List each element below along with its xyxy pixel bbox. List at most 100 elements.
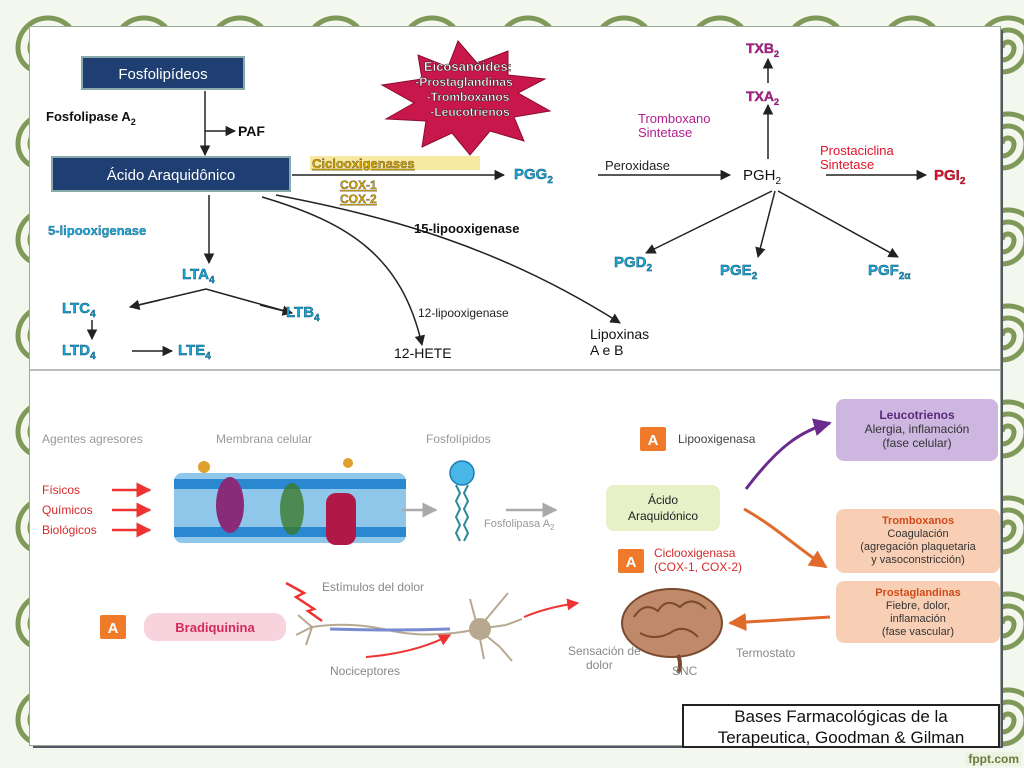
arrow-nociceptor	[365, 634, 452, 658]
lipooxigenase-15-label: 15-lipooxigenase	[414, 221, 519, 236]
lipooxigenasa-label: Lipooxigenasa	[678, 432, 756, 446]
tromboxanos-box	[836, 509, 1000, 573]
pgd2-label: PGD2	[614, 254, 653, 274]
leucotrienos-text: (fase celular)	[882, 436, 951, 450]
tromboxanos-text: y vasoconstricción)	[871, 554, 965, 566]
prostaglandinas-title: Prostaglandinas	[875, 587, 961, 599]
lte4-label: LTE4	[178, 342, 211, 362]
pgf2a-label: PGF2α	[868, 262, 911, 282]
cell-membrane-illustration	[174, 458, 406, 545]
arrow-to-leucotrienos	[744, 418, 832, 490]
pge2-label: PGE2	[720, 262, 758, 282]
acido-lower-label: Araquidónico	[628, 509, 698, 523]
cox2-label: COX-2	[340, 192, 377, 206]
bradiquinina-label: Bradiquinina	[175, 620, 255, 635]
nociceptores-label: Nociceptores	[330, 664, 400, 678]
lower-illustration: Agentes agresores Membrana celular Fosfo…	[42, 399, 1000, 678]
peroxidase-label: Peroxidase	[605, 158, 670, 173]
phospholipid-icon	[449, 460, 475, 542]
lightning-icon	[285, 581, 323, 623]
arrow-pgh-to-pgf	[777, 190, 899, 258]
badge-letter: A	[108, 620, 119, 637]
arrow-lta-to-ltc	[128, 299, 161, 310]
source-citation-box: Bases Farmacológicas de la Terapeutica, …	[682, 704, 1000, 748]
termostato-label: Termostato	[736, 646, 796, 660]
arrow-acido-to-hete	[261, 196, 426, 347]
leucotrienos-title: Leucotrienos	[879, 408, 955, 422]
lta4-label: LTA4	[182, 266, 215, 286]
citation-line: Bases Farmacológicas de la	[734, 707, 948, 726]
pgg2-label: PGG2	[514, 166, 553, 186]
slide-panel: Fosfolipídeos Fosfolipase A2 PAF Ácido A…	[30, 27, 1000, 745]
arrow-pgh-to-pgd	[645, 190, 773, 254]
membrana-label: Membrana celular	[216, 432, 312, 446]
ciclooxigenasa-label: (COX-1, COX-2)	[654, 560, 742, 574]
bradiquinina-box	[144, 613, 286, 641]
prostaglandinas-box	[836, 581, 1000, 643]
brand-watermark: fppt.com	[965, 752, 1022, 766]
eicosanoides-item: -Leucotrienos	[430, 105, 510, 119]
ltd4-label: LTD4	[62, 342, 96, 362]
acido-araquidonico-box	[51, 156, 291, 192]
badge-a-ciclooxigenasa	[618, 549, 644, 573]
ltc4-label: LTC4	[62, 300, 96, 320]
prostaciclina-sintetase-label: Prostaciclina	[820, 143, 894, 158]
ciclooxigenases-highlight	[310, 156, 480, 170]
eicosanoides-star	[380, 40, 552, 156]
fisicos-label: Físicos	[42, 483, 80, 497]
badge-a-lipooxigenasa	[640, 427, 666, 451]
tromboxanos-text: (agregación plaquetaria	[860, 541, 976, 553]
arrow-to-brain	[523, 598, 580, 618]
arrow-to-tromboxanos	[743, 507, 828, 569]
hete12-label: 12-HETE	[394, 345, 452, 361]
prostaciclina-sintetase-label: Sintetase	[820, 157, 874, 172]
prostaglandinas-text: Fiebre, dolor,	[886, 600, 950, 612]
leucotrienos-box	[836, 399, 998, 461]
upper-pathway: Fosfolipídeos Fosfolipase A2 PAF Ácido A…	[46, 40, 966, 362]
arrow-termostato	[728, 613, 831, 632]
prostaglandinas-text: inflamación	[890, 613, 946, 625]
sensacion-label: Sensación de	[568, 644, 641, 658]
acido-lower-label: Ácido	[648, 492, 678, 507]
ciclooxigenases-label: Ciclooxigenases	[312, 156, 415, 171]
sensacion-label: dolor	[586, 658, 613, 672]
neuron-illustration	[295, 592, 523, 662]
fosfolipidos-label: Fosfolípidos	[426, 432, 491, 446]
quimicos-label: Químicos	[42, 503, 93, 517]
biologicos-label: Biológicos	[42, 523, 97, 537]
fosfolipase-label: Fosfolipase A2	[46, 109, 136, 127]
txa2-label: TXA2	[746, 88, 779, 107]
tromboxano-sintetase-label: Sintetase	[638, 125, 692, 140]
cox1-label: COX-1	[340, 178, 377, 192]
paf-label: PAF	[238, 123, 265, 139]
leucotrienos-text: Alergia, inflamación	[865, 422, 970, 436]
ciclooxigenasa-label: Ciclooxigenasa	[654, 546, 736, 560]
eicosanoid-diagram: Fosfolipídeos Fosfolipase A2 PAF Ácido A…	[30, 40, 1000, 678]
ltb4-label: LTB4	[286, 304, 320, 324]
brain-icon	[621, 588, 723, 674]
tromboxanos-text: Coagulación	[887, 528, 948, 540]
estimulos-label: Estímulos del dolor	[322, 580, 424, 594]
arrow-acido-to-lipoxinas	[275, 194, 621, 324]
prostaglandinas-text: (fase vascular)	[882, 626, 954, 638]
snc-label: SNC	[672, 664, 698, 678]
tromboxanos-title: Tromboxanos	[882, 515, 954, 527]
tromboxano-sintetase-label: Tromboxano	[638, 111, 711, 126]
eicosanoides-item: -Prostaglandinas	[415, 75, 513, 89]
lipoxinas-label: Lipoxinas	[590, 326, 649, 342]
lipooxigenase-12-label: 12-lipooxigenase	[418, 306, 509, 320]
txb2-label: TXB2	[746, 40, 779, 59]
acido-araquidonico-lower-box	[606, 485, 720, 531]
agentes-label: Agentes agresores	[42, 432, 143, 446]
lipoxinas-label: A e B	[590, 342, 623, 358]
badge-letter: A	[648, 432, 659, 449]
arrow-lta-to-ltb	[259, 304, 294, 316]
pgh2-label: PGH2	[743, 167, 782, 187]
fosfolipideos-box	[81, 56, 245, 90]
fosfolipasa-label: Fosfolipasa A2	[484, 518, 555, 532]
eicosanoides-title: Eicosanóides:	[424, 59, 512, 74]
arrow-pgh-to-pge	[755, 190, 776, 259]
badge-letter: A	[626, 554, 637, 571]
badge-a-bradiquinina	[100, 615, 126, 639]
lipooxigenase-5-label: 5-lipooxigenase	[48, 223, 146, 238]
